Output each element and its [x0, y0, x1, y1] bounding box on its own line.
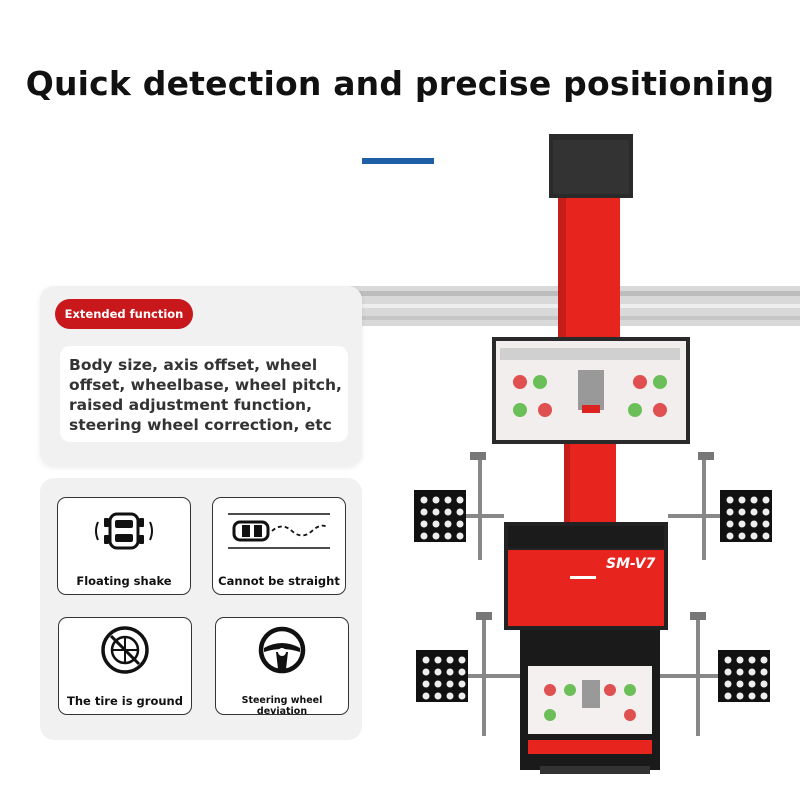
- target-lower-left: [416, 650, 468, 702]
- car-shake-icon: [95, 512, 153, 550]
- lift-column: [558, 198, 620, 348]
- symptom-tile-cannot-straight: Cannot be straight: [212, 497, 346, 595]
- extended-function-textbox: [60, 346, 348, 442]
- symptom-label: The tire is ground: [67, 694, 183, 708]
- symptom-tile-tire-ground: The tire is ground: [58, 617, 192, 715]
- target-lower-right: [718, 650, 770, 702]
- extended-function-badge: Extended function: [55, 299, 193, 329]
- car-drift-icon: [228, 513, 330, 549]
- headline-underline: [362, 158, 434, 164]
- symptom-label: Floating shake: [76, 574, 172, 588]
- model-label: SM-V7: [606, 556, 656, 572]
- symptom-tile-floating-shake: Floating shake: [57, 497, 191, 595]
- steering-wheel-icon: [258, 626, 306, 674]
- page-headline: Quick detection and precise positioning: [25, 64, 775, 103]
- tire-worn-icon: [101, 626, 149, 674]
- symptom-label: Steering wheel deviation: [241, 695, 323, 717]
- target-upper-left: [414, 490, 466, 542]
- symptom-label: Cannot be straight: [218, 574, 340, 588]
- target-upper-right: [720, 490, 772, 542]
- extended-function-description: Body size, axis offset, wheel offset, wh…: [69, 356, 342, 434]
- symptom-tile-steering-deviation: Steering wheel deviation: [215, 617, 349, 717]
